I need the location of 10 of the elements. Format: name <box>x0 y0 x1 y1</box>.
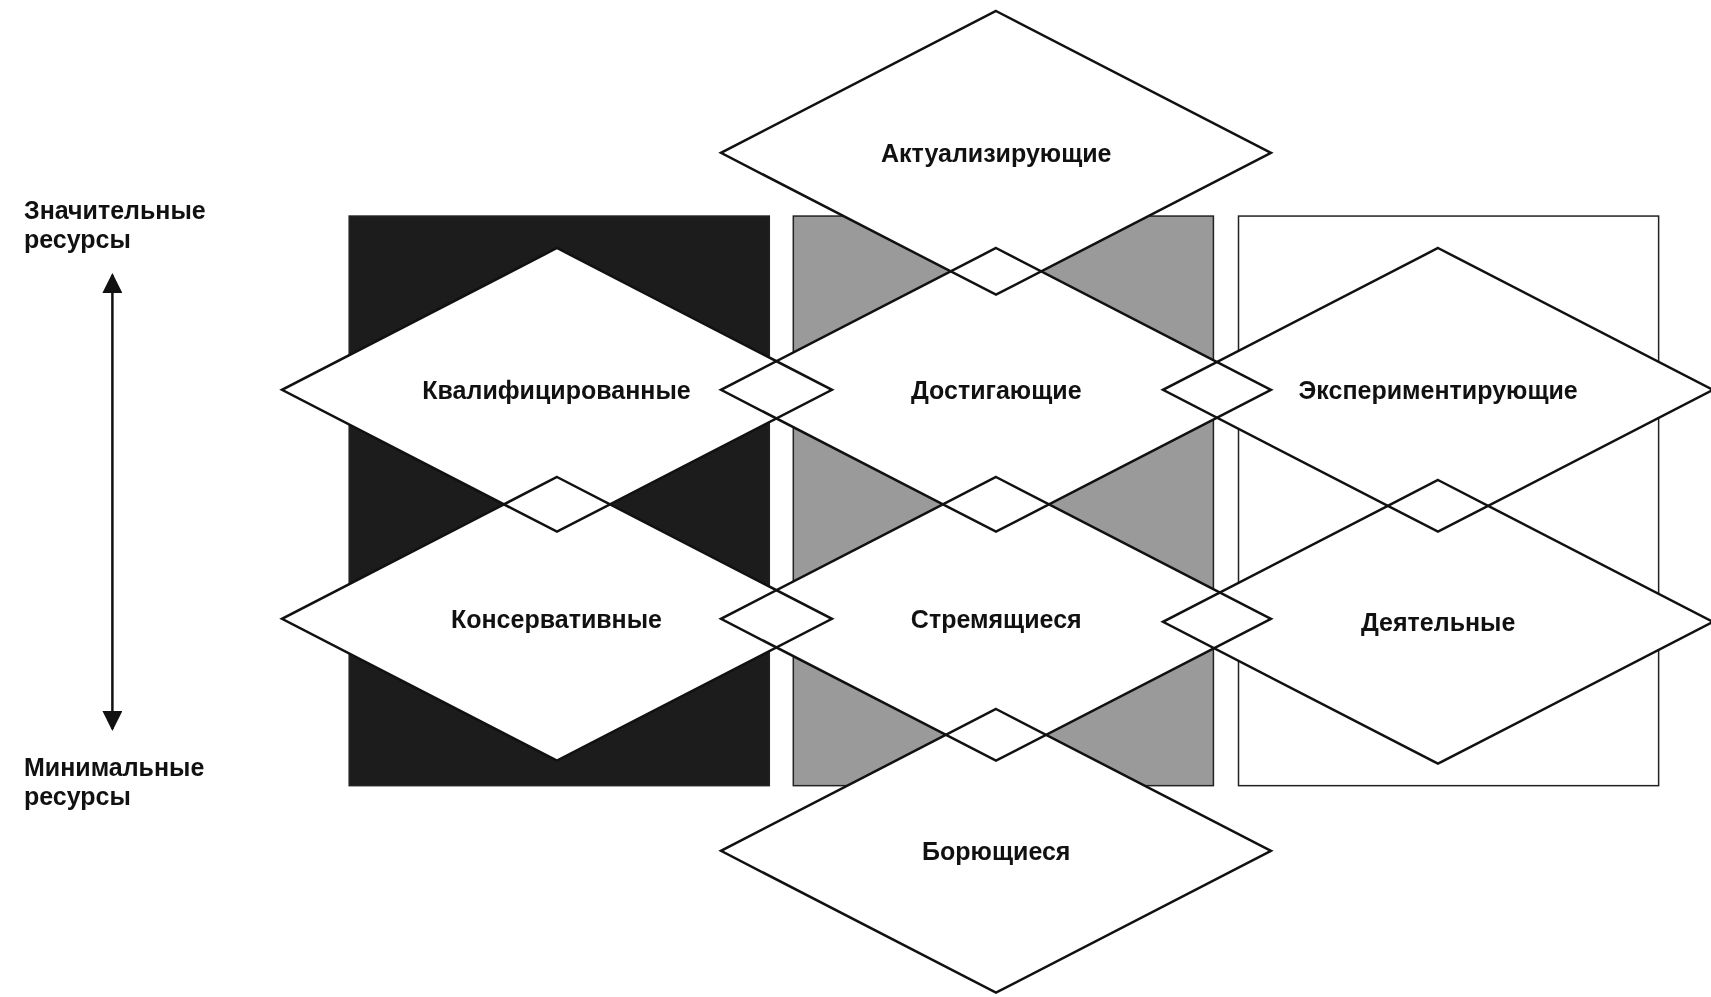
segment-label: Стремящиеся <box>910 604 1082 634</box>
segment-label: Деятельные <box>1361 607 1516 637</box>
segment-label: Актуализирующие <box>881 138 1112 168</box>
axis-label: Значительные ресурсы <box>24 196 207 254</box>
segment-label: Квалифицированные <box>422 375 691 405</box>
segment-label: Экспериментирующие <box>1298 375 1578 405</box>
segment-label: Консервативные <box>451 604 662 634</box>
segment-label: Борющиеся <box>922 836 1071 866</box>
axis-label: Минимальные ресурсы <box>24 752 206 811</box>
segment-label: Достигающие <box>910 375 1082 405</box>
